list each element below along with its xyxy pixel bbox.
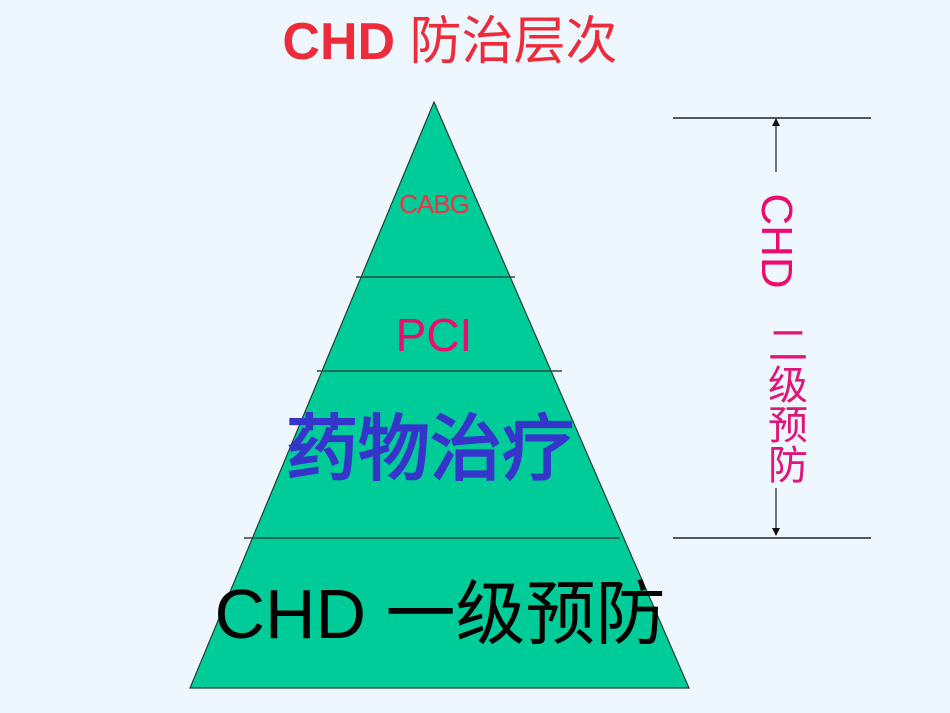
- pyramid-shape: [189, 100, 690, 689]
- page-title: CHD 防治层次: [0, 10, 900, 74]
- secondary-prevention-latin-wrap: CHD: [746, 188, 806, 294]
- primary-prevention-latin: CHD: [214, 575, 367, 653]
- level-label-pci: PCI: [395, 309, 473, 361]
- secondary-prevention-label: CHD 二级预防: [746, 188, 807, 498]
- secondary-prevention-cjk: 二级预防: [761, 324, 807, 484]
- title-latin: CHD: [282, 13, 396, 71]
- title-cjk: 防治层次: [409, 12, 618, 72]
- level-label-primary-prevention: CHD 一级预防: [160, 572, 720, 656]
- level-label-drug-therapy: 药物治疗: [285, 406, 574, 491]
- level-label-cabg: CABG: [399, 189, 470, 219]
- primary-prevention-cjk: 一级预防: [385, 573, 666, 655]
- secondary-prevention-latin: CHD: [752, 193, 801, 289]
